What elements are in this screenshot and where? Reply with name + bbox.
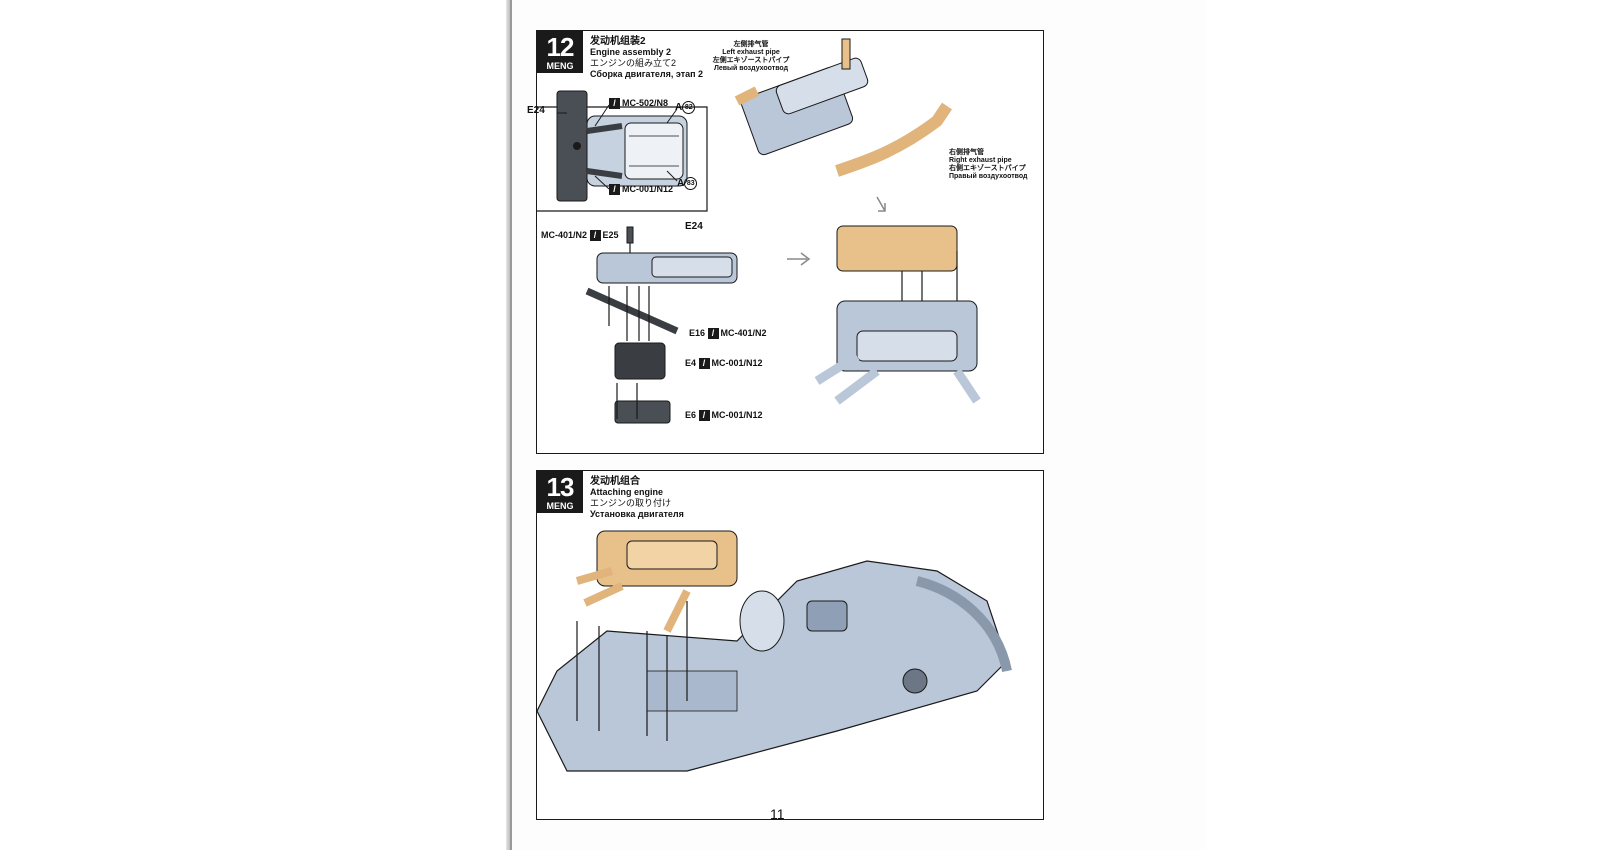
title-english: Engine assembly 2 (590, 47, 672, 57)
decal-number-circle: 82 (682, 101, 696, 114)
part-label-e24: E24 (685, 221, 703, 232)
page-number: 11 (770, 806, 785, 822)
placement-guide-lines (576, 601, 688, 741)
exhaust-assembly (734, 38, 952, 177)
step-number: 12 (546, 32, 575, 62)
step-13-illustration (537, 530, 1012, 772)
chassis-tub (537, 560, 1012, 772)
gold-engine-unit (575, 530, 738, 633)
decal-number-circle: 83 (684, 177, 698, 190)
assembled-engine (814, 225, 981, 405)
right-exhaust-callout: 右侧排气管 Right exhaust pipe 右側エキゾーストパイプ Пра… (949, 149, 1041, 181)
part-label: E16 (689, 328, 706, 338)
part-callout-e4: E4 /MC-001/N12 (685, 357, 763, 370)
paint-icon: / (609, 98, 620, 110)
detail-engine-view (556, 90, 688, 202)
detail-inset-frame (537, 106, 708, 212)
right-exhaust-cn: 右侧排气管 (949, 149, 984, 156)
paint-code: MC-502/N8 (622, 98, 669, 108)
paint-icon: / (589, 230, 601, 242)
title-chinese: 发动机组合 (590, 476, 640, 487)
step-12-panel: 12 MENG 发动机组装2 Engine assembly 2 エンジンの組み… (527, 30, 1044, 454)
step-number: 13 (546, 472, 575, 502)
paint-code: MC-001/N12 (711, 358, 763, 368)
left-exhaust-en: Left exhaust pipe (722, 49, 780, 56)
part-label: E4 (685, 358, 697, 368)
step-badge: 12 MENG (537, 31, 583, 73)
paint-icon: / (698, 410, 710, 422)
paint-icon: / (698, 358, 710, 370)
decal-sheet-letter: A (675, 102, 683, 114)
right-exhaust-en: Right exhaust pipe (949, 157, 1012, 164)
step-titles: 发动机组合 Attaching engine エンジンの取り付け Установ… (590, 476, 684, 520)
title-russian: Сборка двигателя, этап 2 (590, 69, 704, 79)
direction-arrow (876, 196, 886, 212)
paint-icon: / (609, 184, 620, 196)
title-english: Attaching engine (590, 487, 664, 497)
paint-callout-top: /MC-502/N8 (609, 97, 669, 110)
left-exhaust-callout: 左侧排气管 Left exhaust pipe 左側エキゾーストパイプ Левы… (709, 41, 793, 73)
brand-logo: MENG (546, 501, 574, 511)
step-12-illustration (537, 38, 981, 424)
title-chinese: 发动机组装2 (590, 36, 646, 47)
title-russian: Установка двигателя (590, 509, 684, 519)
part-label: E25 (602, 230, 619, 240)
paint-code: MC-401/N2 (720, 328, 767, 338)
part-label-e24-detail: E24 (527, 105, 545, 116)
decal-sheet-letter: A (677, 178, 685, 190)
exploded-engine-parts (585, 226, 738, 424)
step-titles: 发动机组装2 Engine assembly 2 エンジンの組み立て2 Сбор… (590, 36, 703, 80)
direction-arrow (787, 252, 811, 266)
paint-callout-bottom: /MC-001/N12 (609, 183, 674, 196)
paint-code: MC-001/N12 (622, 184, 674, 194)
part-callout-e16: E16 /MC-401/N2 (689, 327, 767, 340)
left-exhaust-cn: 左侧排气管 (733, 41, 769, 48)
brand-logo: MENG (546, 61, 574, 71)
part-callout-e6: E6 /MC-001/N12 (685, 409, 763, 422)
step-13-panel: 13 MENG 发动机组合 Attaching engine エンジンの取り付け… (536, 470, 1044, 820)
title-japanese: エンジンの取り付け (590, 498, 672, 508)
left-exhaust-ru: Левый воздухоотвод (713, 65, 789, 72)
left-exhaust-jp: 左側エキゾーストパイプ (712, 57, 790, 64)
paint-code: MC-401/N2 (541, 230, 588, 240)
step-badge: 13 MENG (537, 471, 583, 513)
paint-code: MC-001/N12 (711, 410, 763, 420)
title-japanese: エンジンの組み立て2 (590, 58, 677, 68)
right-exhaust-ru: Правый воздухоотвод (949, 173, 1028, 180)
part-callout-e25: MC-401/N2 /E25 (541, 229, 619, 242)
part-label: E6 (685, 410, 697, 420)
right-exhaust-jp: 右側エキゾーストパイプ (949, 165, 1026, 172)
paint-icon: / (707, 328, 719, 340)
page-binding-shadow (506, 0, 510, 850)
